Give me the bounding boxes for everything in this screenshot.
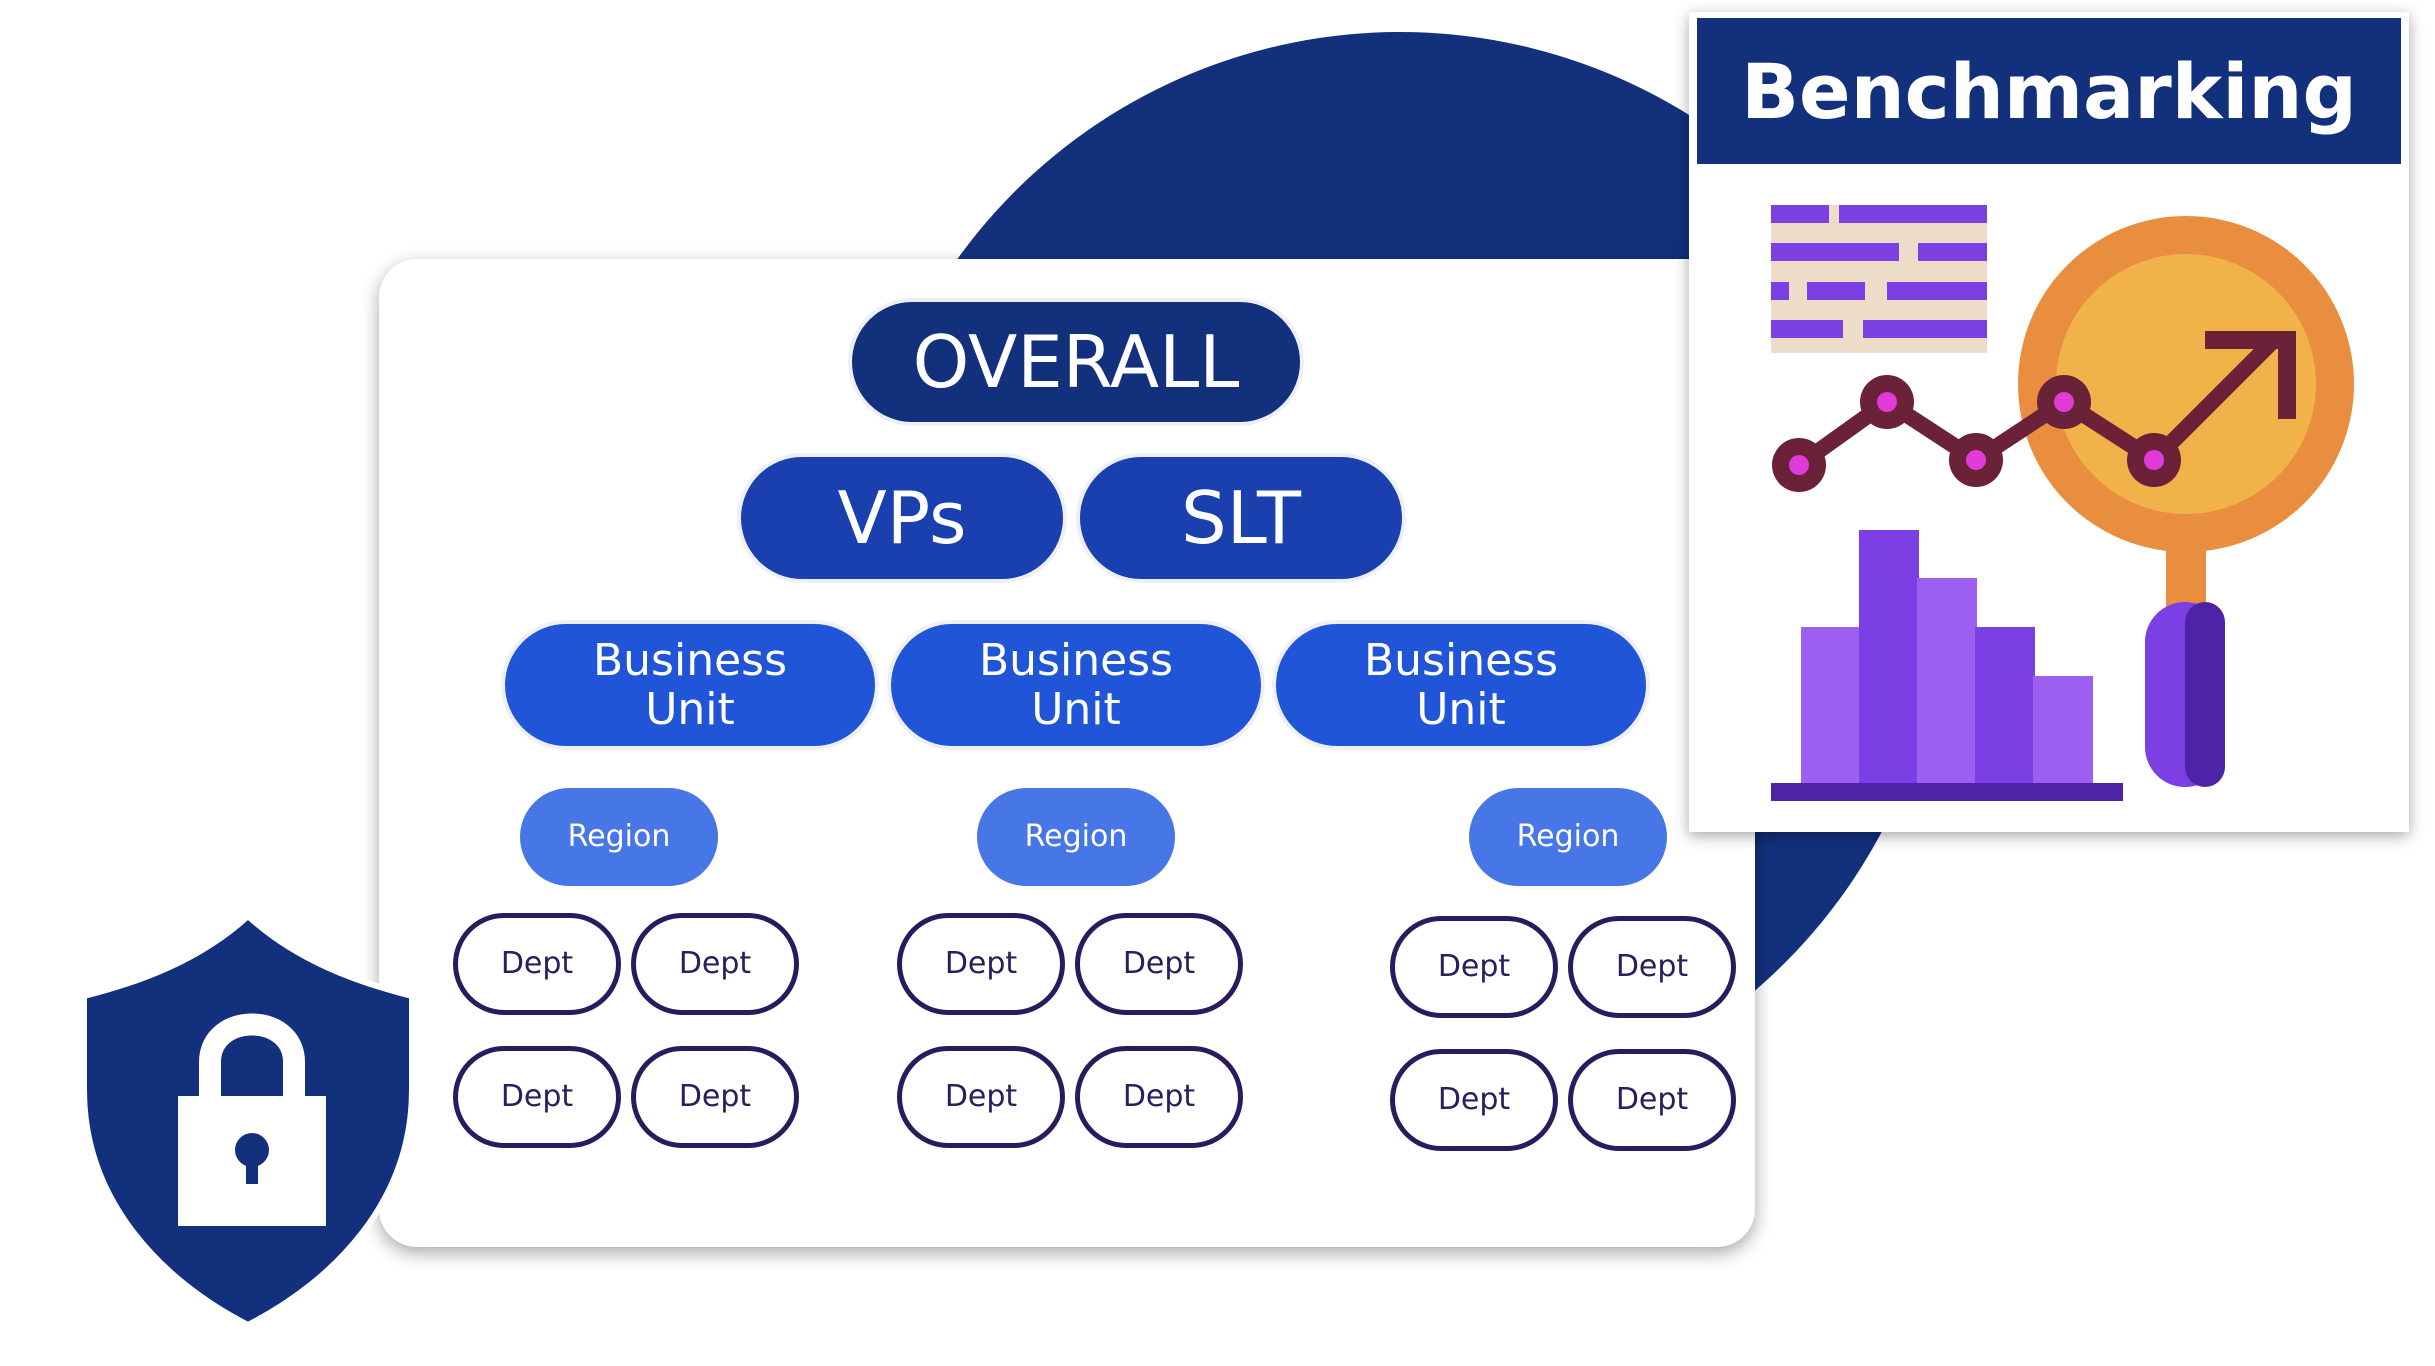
lock-icon (178, 1013, 326, 1226)
dept-node: Dept (897, 1046, 1065, 1148)
dept-node: Dept (897, 913, 1065, 1015)
dept-node: Dept (1568, 1049, 1736, 1151)
business-unit-node: Business Unit (891, 624, 1261, 746)
business-unit-node: Business Unit (505, 624, 875, 746)
overall-node: OVERALL (852, 302, 1300, 422)
dept-node: Dept (631, 1046, 799, 1148)
dept-node: Dept (1390, 1049, 1558, 1151)
dept-node: Dept (631, 913, 799, 1015)
dept-node: Dept (1075, 1046, 1243, 1148)
dept-node: Dept (1390, 916, 1558, 1018)
benchmarking-title: Benchmarking (1697, 18, 2401, 164)
business-unit-node: Business Unit (1276, 624, 1646, 746)
vps-node: VPs (741, 457, 1063, 579)
benchmark-illustration (1771, 205, 2354, 801)
region-node: Region (1469, 788, 1667, 886)
dept-node: Dept (453, 913, 621, 1015)
text-lines-icon (1771, 205, 1987, 353)
region-node: Region (520, 788, 718, 886)
bar-chart-icon (1771, 530, 2123, 801)
dept-node: Dept (1075, 913, 1243, 1015)
shield-lock-icon (81, 911, 415, 1329)
magnifying-glass-icon (2018, 216, 2354, 787)
benchmarking-card: Benchmarking (1689, 12, 2409, 832)
dept-node: Dept (1568, 916, 1736, 1018)
line-chart-icon (1772, 331, 2296, 492)
slt-node: SLT (1080, 457, 1402, 579)
trend-arrow-icon (2205, 331, 2296, 419)
dept-node: Dept (453, 1046, 621, 1148)
region-node: Region (977, 788, 1175, 886)
